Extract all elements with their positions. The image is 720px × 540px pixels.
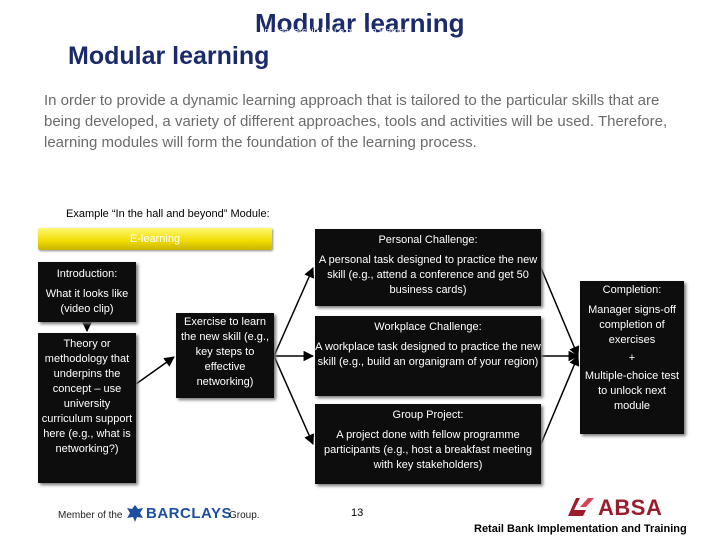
personal-challenge-heading: Personal Challenge:	[378, 234, 478, 246]
page-number: 13	[351, 507, 364, 519]
workplace-challenge-box: Workplace Challenge: A workplace task de…	[315, 316, 541, 396]
arrow-exercise-to-group	[273, 355, 314, 445]
absa-logo-icon	[568, 498, 594, 516]
completion-line1: Manager signs-off completion of exercise…	[588, 304, 676, 346]
absa-logo-text: ABSA	[598, 495, 663, 520]
member-of-text: Member of the	[58, 510, 123, 521]
arrow-group-to-completion	[540, 355, 580, 445]
exercise-body: Exercise to learn the new skill (e.g., k…	[180, 316, 270, 388]
arrow-exercise-to-personal	[273, 267, 314, 357]
introduction-heading: Introduction:	[56, 268, 118, 280]
completion-line2: Multiple-choice test to unlock next modu…	[584, 370, 680, 412]
barclays-eagle-icon	[127, 505, 143, 522]
group-project-body: A project done with fellow programme par…	[324, 429, 532, 471]
example-label: Example “In the hall and beyond” Module:	[66, 208, 270, 220]
theory-body: Theory or methodology that underpins the…	[41, 338, 133, 455]
arrow-theory-to-exercise	[135, 356, 175, 385]
theory-box: Theory or methodology that underpins the…	[38, 333, 136, 483]
introduction-box: Introduction: What it looks like (video …	[38, 262, 136, 322]
exercise-box: Exercise to learn the new skill (e.g., k…	[176, 313, 274, 398]
introduction-body: What it looks like (video clip)	[45, 288, 129, 315]
elearning-bar: E-learning	[38, 228, 272, 250]
workplace-challenge-heading: Workplace Challenge:	[374, 321, 482, 333]
intro-paragraph: In order to provide a dynamic learning a…	[44, 92, 668, 151]
completion-box: Completion: Manager signs-off completion…	[580, 281, 684, 434]
completion-heading: Completion:	[602, 284, 662, 296]
group-project-heading: Group Project:	[392, 409, 464, 421]
completion-plus: +	[628, 352, 636, 364]
group-text: Group.	[229, 510, 260, 521]
footer-program-text: Retail Bank Implementation and Training	[474, 523, 687, 535]
personal-challenge-body: A personal task designed to practice the…	[318, 254, 538, 296]
title-top: Modular learning	[255, 8, 465, 38]
barclays-logo-text: BARCLAYS	[146, 505, 232, 522]
page-title: Modular learning	[68, 42, 270, 70]
workplace-challenge-body: A workplace task designed to practice th…	[315, 341, 541, 368]
title-overlay-text: Ini Leadership Ex Le ming ro learning	[262, 26, 412, 36]
arrow-personal-to-completion	[540, 267, 580, 357]
group-project-box: Group Project: A project done with fello…	[315, 404, 541, 484]
personal-challenge-box: Personal Challenge: A personal task desi…	[315, 229, 541, 306]
